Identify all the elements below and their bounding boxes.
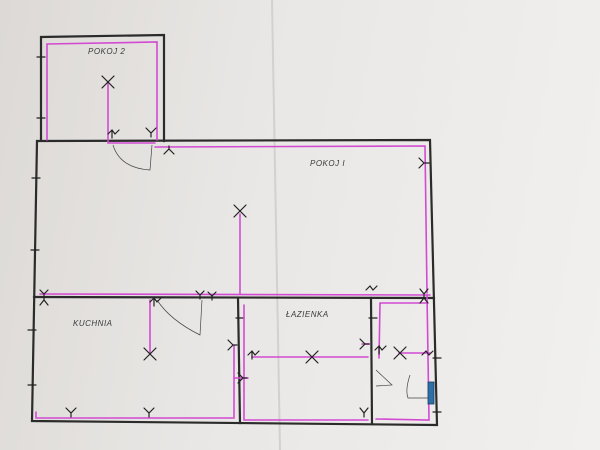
room-label-lazienka: ŁAZIENKA bbox=[286, 310, 329, 319]
y-socket-icon bbox=[65, 407, 77, 418]
wire-pokoj2-loop bbox=[46, 41, 158, 141]
switch-icon bbox=[149, 297, 162, 307]
wall-divider-horizontal bbox=[32, 295, 436, 300]
wire-main-run bbox=[39, 293, 431, 296]
wall-outer bbox=[30, 138, 439, 427]
ceiling-lights bbox=[101, 75, 407, 364]
door-swing-pokoj2 bbox=[112, 144, 153, 171]
cross-x-icon bbox=[305, 350, 319, 364]
switch-icon bbox=[421, 350, 434, 356]
y-socket-icon bbox=[143, 407, 155, 418]
y-socket-icon bbox=[359, 338, 370, 350]
y-socket-icon bbox=[419, 288, 429, 295]
meter-box-icon bbox=[427, 381, 435, 405]
door-swings bbox=[112, 144, 430, 399]
door-swing-kuchnia bbox=[156, 299, 203, 336]
door-swing-lazienka bbox=[375, 369, 393, 387]
room-label-kuchnia: KUCHNIA bbox=[73, 319, 113, 328]
y-socket-icon bbox=[163, 145, 175, 155]
walls bbox=[30, 33, 439, 427]
sockets bbox=[39, 127, 430, 418]
wire-lazienka-loop bbox=[243, 304, 369, 421]
y-socket-icon bbox=[237, 372, 248, 384]
y-socket-icon bbox=[419, 294, 429, 304]
y-socket-icon bbox=[39, 297, 49, 306]
cross-x-icon bbox=[143, 347, 157, 361]
switch-icon bbox=[374, 345, 387, 355]
cross-x-icon bbox=[101, 75, 115, 89]
door-swing-wc bbox=[406, 374, 430, 399]
y-socket-icon bbox=[145, 127, 157, 138]
room-label-pokoj2: POKOJ 2 bbox=[88, 47, 125, 56]
room-label-pokoj1: POKOJ I bbox=[310, 159, 345, 168]
wall-lazienka-wc bbox=[369, 296, 374, 426]
switches bbox=[107, 129, 434, 360]
y-socket-icon bbox=[418, 157, 430, 169]
wall-pokoj2 bbox=[39, 33, 166, 143]
y-socket-icon bbox=[207, 291, 217, 301]
y-socket-icon bbox=[227, 339, 238, 351]
paper-fold bbox=[271, 0, 281, 450]
switch-icon bbox=[365, 285, 378, 291]
switch-icon bbox=[107, 129, 120, 139]
cross-x-icon bbox=[233, 204, 247, 218]
wire-pokoj2-light bbox=[107, 81, 156, 144]
y-socket-icon bbox=[359, 407, 369, 418]
wire-kuchnia-bottom bbox=[35, 344, 235, 419]
wire-pokoj1-loop bbox=[154, 145, 428, 294]
y-socket-icon bbox=[195, 290, 205, 300]
wall-kuchnia-lazienka bbox=[236, 296, 242, 425]
wall-ticks bbox=[27, 56, 442, 413]
cross-x-icon bbox=[393, 346, 407, 360]
y-socket-icon bbox=[39, 289, 49, 299]
switch-icon bbox=[247, 350, 260, 360]
wire-wc-right bbox=[375, 294, 430, 421]
